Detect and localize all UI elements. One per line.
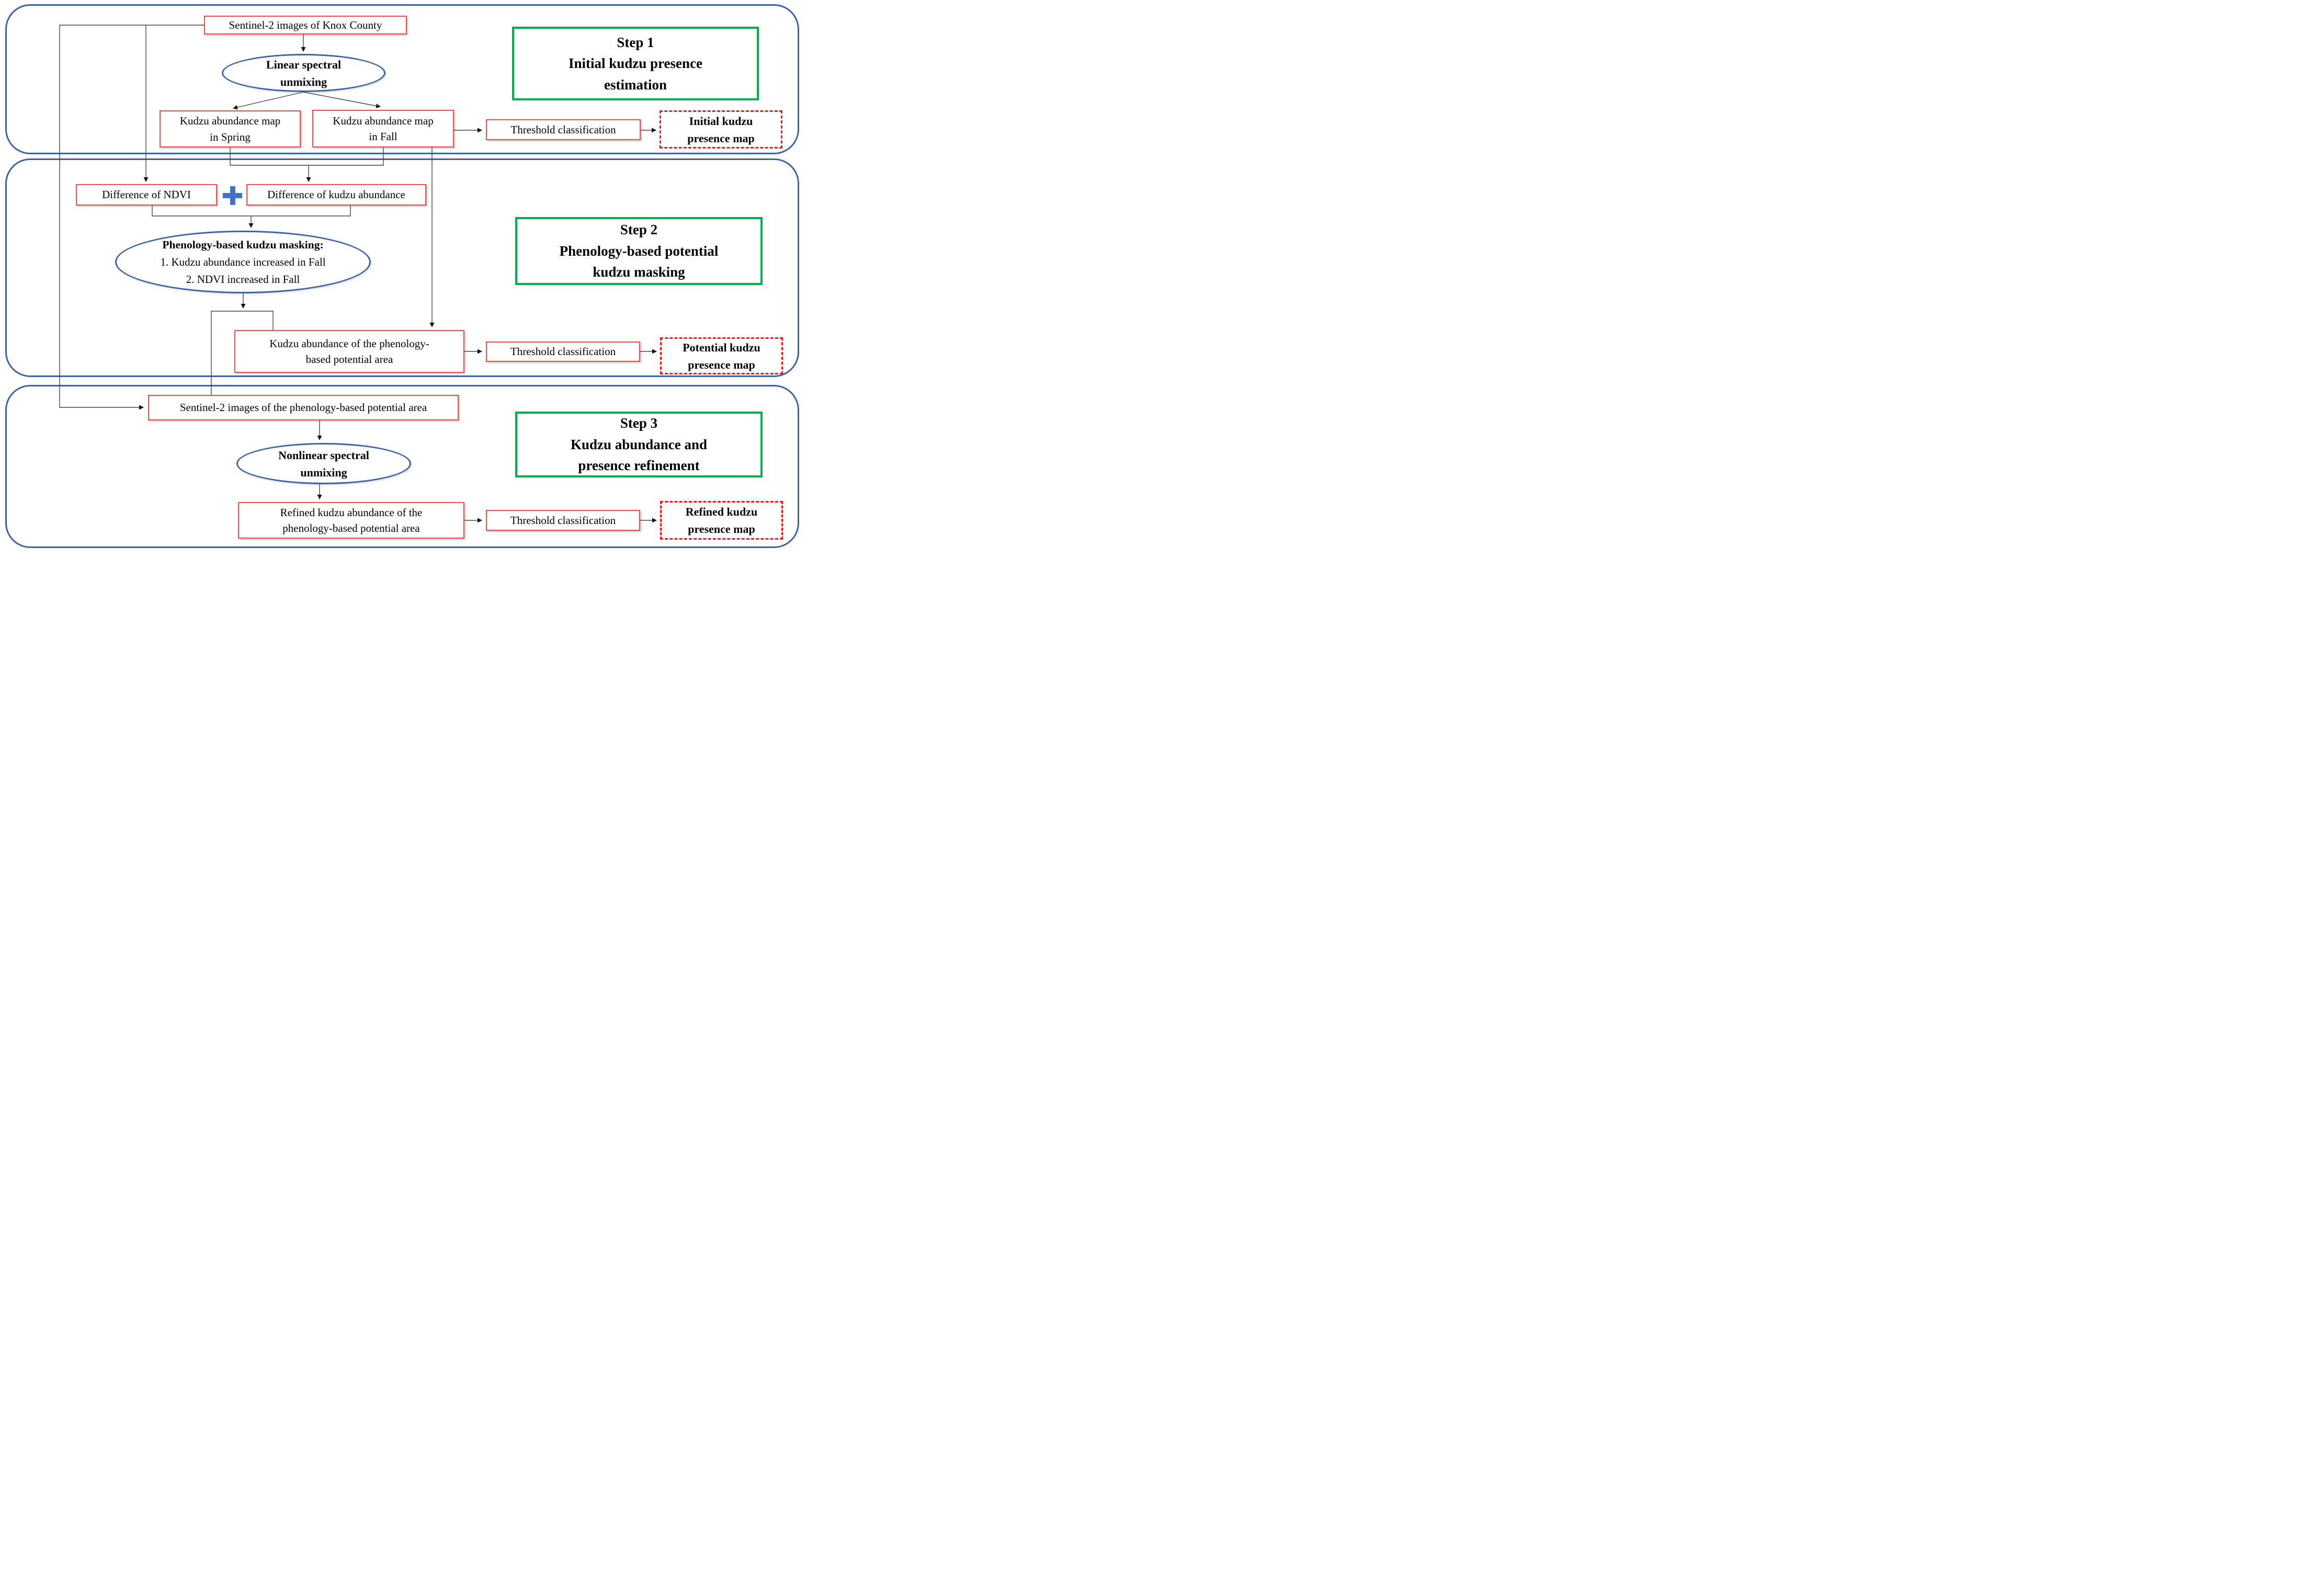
kudzu-fall-box: Kudzu abundance map in Fall: [312, 110, 454, 147]
step2-container: [5, 158, 799, 377]
refined-presence-map-box: Refined kudzu presence map: [660, 501, 783, 540]
sentinel2-potential-area-box: Sentinel-2 images of the phenology-based…: [148, 395, 459, 420]
linear-unmixing-ellipse: Linear spectral unmixing: [222, 54, 385, 92]
step1-container: [5, 4, 799, 154]
diff-kudzu-abundance-box: Difference of kudzu abundance: [246, 184, 426, 206]
plus-icon: [223, 186, 242, 205]
flowchart-canvas: Sentinel-2 images of Knox County Linear …: [0, 0, 808, 556]
kudzu-spring-box: Kudzu abundance map in Spring: [160, 110, 301, 147]
diff-ndvi-box: Difference of NDVI: [76, 184, 217, 206]
abundance-potential-area-box: Kudzu abundance of the phenology- based …: [234, 330, 464, 373]
step1-threshold-box: Threshold classification: [486, 119, 641, 140]
initial-presence-map-box: Initial kudzu presence map: [660, 110, 782, 149]
step1-panel-label: Step 1 Initial kudzu presence estimation: [512, 27, 759, 100]
step3-container: [5, 385, 799, 548]
sentinel2-knox-box: Sentinel-2 images of Knox County: [204, 16, 407, 35]
phenology-masking-ellipse: Phenology-based kudzu masking: 1. Kudzu …: [115, 231, 371, 293]
step2-panel-label: Step 2 Phenology-based potential kudzu m…: [515, 217, 763, 285]
potential-presence-map-box: Potential kudzu presence map: [660, 337, 783, 374]
masking-ellipse-title: Phenology-based kudzu masking:: [162, 238, 324, 251]
step2-threshold-box: Threshold classification: [486, 341, 640, 362]
step3-threshold-box: Threshold classification: [486, 510, 640, 531]
nonlinear-unmixing-ellipse: Nonlinear spectral unmixing: [236, 443, 411, 484]
step3-panel-label: Step 3 Kudzu abundance and presence refi…: [515, 412, 763, 477]
refined-abundance-box: Refined kudzu abundance of the phenology…: [238, 502, 464, 539]
masking-ellipse-criteria: 1. Kudzu abundance increased in Fall 2. …: [160, 256, 326, 286]
